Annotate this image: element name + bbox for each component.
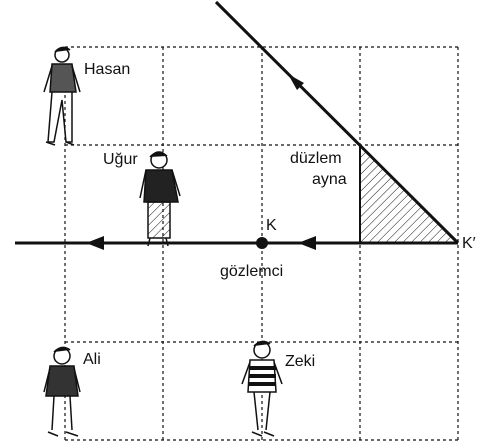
point-k-label: K	[266, 217, 277, 234]
mirror-label-line2: ayna	[312, 171, 347, 188]
observer-point-k	[256, 237, 268, 249]
hasan-figure	[43, 46, 81, 146]
right-arrow-head	[298, 236, 316, 250]
diagonal-arrow-head	[288, 74, 304, 90]
ugur-label: Uğur	[103, 151, 138, 168]
ugur-figure	[139, 151, 181, 247]
horizontal-ray	[15, 236, 458, 250]
point-k-prime-label: K′	[462, 235, 476, 252]
mirror-label-line1: düzlem	[290, 150, 342, 167]
observer-label: gözlemci	[220, 263, 283, 280]
diagonal-ray	[214, 0, 460, 245]
ali-figure	[43, 346, 81, 437]
zeki-figure	[241, 340, 283, 437]
zeki-label: Zeki	[285, 353, 315, 370]
ali-label: Ali	[83, 351, 101, 368]
hasan-label: Hasan	[84, 61, 130, 78]
left-arrow-head	[86, 236, 104, 250]
